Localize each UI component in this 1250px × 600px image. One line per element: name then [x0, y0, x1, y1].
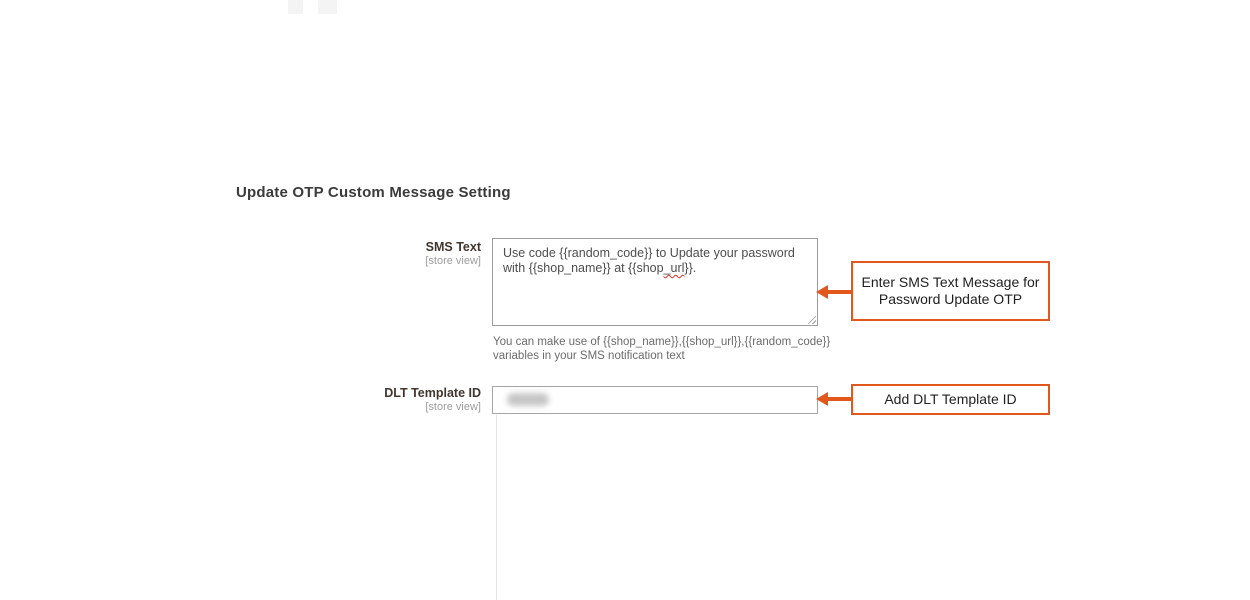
- arrow-shaft: [827, 290, 852, 294]
- sms-text-value-line2-end: }}.: [684, 261, 697, 275]
- arrow-shaft: [827, 397, 852, 401]
- sms-text-help-note: You can make use of {{shop_name}},{{shop…: [493, 335, 833, 363]
- dlt-template-id-label-block: DLT Template ID [store view]: [301, 386, 481, 414]
- section-heading: Update OTP Custom Message Setting: [236, 184, 511, 201]
- help-note-line2: variables in your SMS notification text: [493, 350, 685, 362]
- sms-text-label: SMS Text: [425, 240, 481, 254]
- panel-divider: [496, 415, 497, 600]
- sms-text-value-line2: with {{shop_name}} at {{shop: [503, 261, 664, 275]
- redacted-value-blur: [507, 393, 549, 406]
- page-artifact: [318, 0, 337, 14]
- resize-handle-icon[interactable]: [807, 315, 816, 324]
- sms-text-scope-label: [store view]: [425, 255, 481, 267]
- annotation-callout-sms-text: Enter SMS Text Message for Password Upda…: [851, 261, 1050, 321]
- page-artifact: [288, 0, 303, 14]
- sms-text-label-block: SMS Text [store view]: [301, 240, 481, 268]
- sms-text-value-misspelled: _url: [663, 261, 685, 275]
- callout-dlt-line1: Add DLT Template ID: [884, 391, 1017, 407]
- dlt-template-id-scope-label: [store view]: [425, 401, 481, 413]
- dlt-template-id-label: DLT Template ID: [384, 386, 481, 400]
- left-arrow-icon: [816, 284, 852, 300]
- dlt-template-id-input[interactable]: [492, 386, 818, 414]
- annotation-callout-dlt: Add DLT Template ID: [851, 384, 1050, 415]
- arrowhead-icon: [816, 285, 828, 299]
- left-arrow-icon: [816, 391, 852, 407]
- sms-text-textarea[interactable]: Use code {{random_code}} to Update your …: [492, 238, 818, 326]
- callout-sms-line1: Enter SMS Text Message for: [861, 274, 1040, 290]
- help-note-line1: You can make use of {{shop_name}},{{shop…: [493, 336, 831, 348]
- callout-sms-line2: Password Update OTP: [878, 291, 1023, 307]
- arrowhead-icon: [816, 392, 828, 406]
- sms-text-value-line1: Use code {{random_code}} to Update your …: [503, 246, 795, 260]
